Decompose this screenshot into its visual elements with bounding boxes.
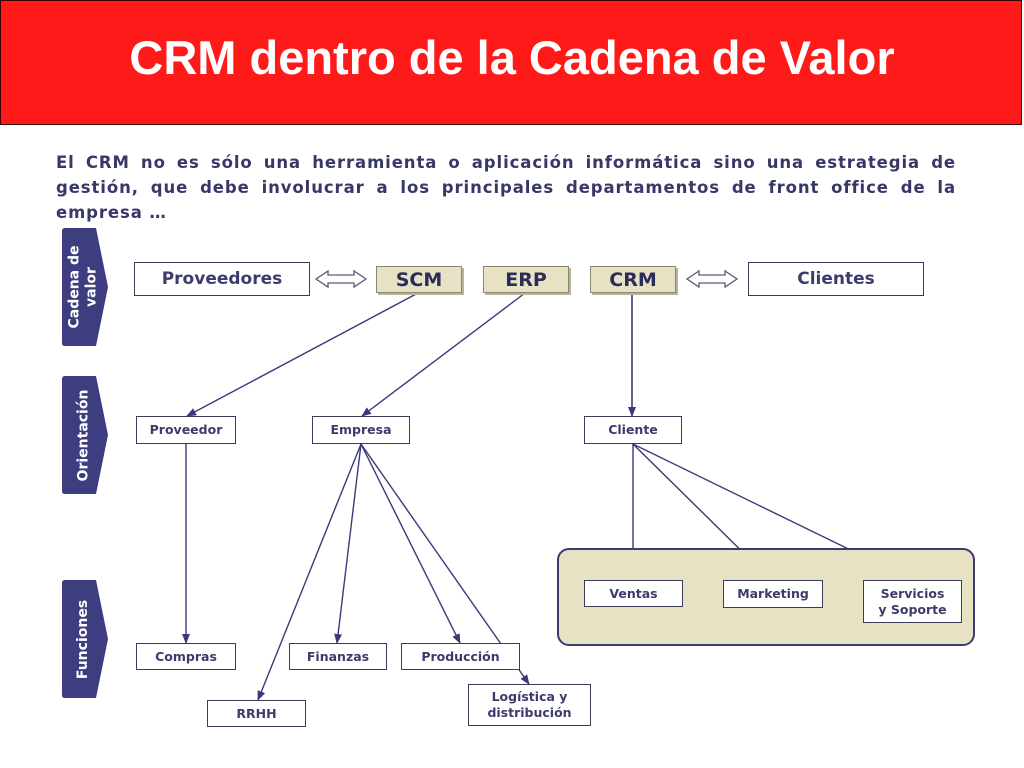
box-crm: CRM bbox=[590, 266, 676, 293]
box-proveedor: Proveedor bbox=[136, 416, 236, 444]
box-erp: ERP bbox=[483, 266, 569, 293]
arrow-erp-empresa bbox=[361, 292, 526, 417]
box-servicios: Servicios y Soporte bbox=[863, 580, 962, 623]
tag-cadena-de-valor: Cadena de valor bbox=[62, 228, 110, 346]
box-ventas: Ventas bbox=[584, 580, 683, 607]
tag-shape bbox=[62, 580, 108, 698]
double-arrow-proveedores-scm bbox=[314, 269, 368, 289]
arrow-empresa-produccion bbox=[360, 443, 461, 644]
box-rrhh: RRHH bbox=[207, 700, 306, 727]
arrow-scm-proveedor bbox=[186, 292, 419, 417]
box-logistica: Logística y distribución bbox=[468, 684, 591, 726]
tag-funciones: Funciones bbox=[62, 580, 110, 698]
box-compras: Compras bbox=[136, 643, 236, 670]
tag-shape bbox=[62, 376, 108, 494]
logistica-line2: distribución bbox=[487, 705, 572, 720]
box-finanzas: Finanzas bbox=[289, 643, 387, 670]
servicios-line2: y Soporte bbox=[878, 601, 947, 617]
intro-text: El CRM no es sólo una herramienta o apli… bbox=[56, 153, 956, 222]
tag-orientacion: Orientación bbox=[62, 376, 110, 494]
box-scm: SCM bbox=[376, 266, 462, 293]
box-proveedores: Proveedores bbox=[134, 262, 310, 296]
arrow-empresa-finanzas bbox=[334, 443, 362, 644]
arrow-empresa-rrhh bbox=[257, 443, 362, 701]
box-cliente: Cliente bbox=[584, 416, 682, 444]
double-arrow-crm-clientes bbox=[685, 269, 739, 289]
box-empresa: Empresa bbox=[312, 416, 410, 444]
box-produccion: Producción bbox=[401, 643, 520, 670]
box-clientes: Clientes bbox=[748, 262, 924, 296]
servicios-line1: Servicios bbox=[880, 585, 945, 601]
logistica-line1: Logística y bbox=[491, 689, 568, 704]
slide-title: CRM dentro de la Cadena de Valor bbox=[129, 31, 895, 84]
tag-shape bbox=[62, 228, 108, 346]
title-bar bbox=[0, 0, 1022, 125]
box-marketing: Marketing bbox=[723, 580, 823, 608]
